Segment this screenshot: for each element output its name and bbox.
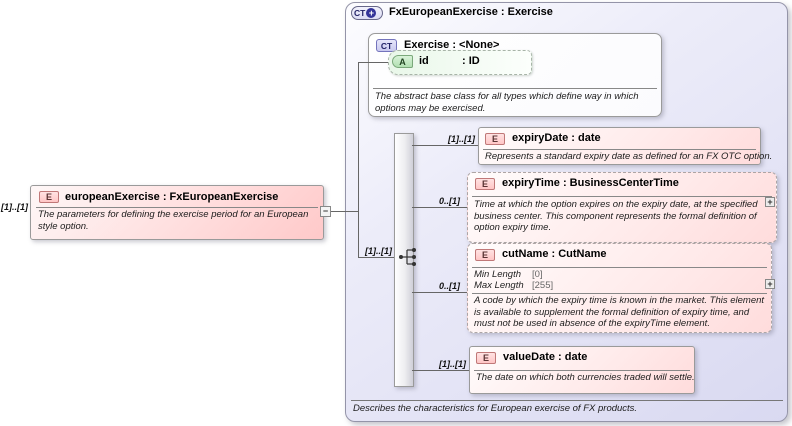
ct-badge: CT (376, 39, 397, 52)
divider (472, 196, 772, 197)
element-badge: E (475, 178, 495, 190)
ct-badge-label: CT (380, 40, 393, 51)
element-description: A code by which the expiry time is known… (474, 295, 765, 329)
divider (36, 207, 318, 208)
element-description: Time at which the option expires on the … (474, 199, 758, 233)
element-description: The date on which both currencies traded… (476, 372, 695, 383)
child-cardinality: [1]..[1] (448, 134, 475, 144)
sequence-bar[interactable] (394, 133, 414, 387)
connector-line (412, 370, 469, 371)
element-badge-label: E (481, 179, 488, 189)
facet-row: Max Length [255] (474, 280, 764, 291)
child-cardinality: 0..[1] (438, 281, 460, 291)
divider (474, 370, 690, 371)
element-badge: E (475, 249, 495, 261)
facet-list: Min Length [0] Max Length [255] (474, 269, 764, 291)
facet-name: Min Length (474, 269, 522, 280)
divider (373, 88, 657, 89)
element-box-expiryTime[interactable]: E expiryTime : BusinessCenterTime Time a… (467, 172, 777, 243)
element-badge: E (476, 352, 496, 364)
element-box-valueDate[interactable]: E valueDate : date The date on which bot… (469, 346, 695, 394)
attribute-name: id (419, 55, 429, 67)
complex-type-expand-badge[interactable]: CT + (351, 6, 383, 20)
connector-line (358, 257, 402, 258)
element-badge: E (485, 133, 505, 145)
facet-value: [255] (532, 280, 554, 291)
element-title: expiryDate : date (512, 132, 601, 144)
minus-glyph: − (322, 206, 329, 216)
facet-name: Max Length (474, 280, 524, 291)
expand-icon[interactable]: + (765, 197, 775, 207)
facet-row: Min Length [0] (474, 269, 764, 280)
source-element-description: The parameters for defining the exercise… (38, 209, 309, 232)
plus-icon: + (366, 8, 377, 18)
element-box-expiryDate[interactable]: E expiryDate : date Represents a standar… (478, 127, 773, 165)
child-cardinality: [1]..[1] (439, 359, 466, 369)
attribute-badge-label: A (399, 56, 406, 67)
source-element-box[interactable]: E europeanExercise : FxEuropeanExercise … (30, 185, 324, 240)
connector-line (358, 62, 359, 258)
collapse-icon[interactable]: − (320, 206, 331, 217)
connector-line (412, 207, 467, 208)
divider (472, 267, 767, 268)
facet-value: [0] (532, 269, 543, 280)
sequence-cardinality: [1]..[1] (365, 246, 392, 256)
connector-line (331, 211, 359, 212)
element-title: valueDate : date (503, 351, 588, 363)
root-type-title: FxEuropeanExercise : Exercise (389, 6, 553, 18)
element-badge-label: E (482, 353, 489, 363)
attribute-badge: A (392, 55, 413, 68)
source-cardinality: [1]..[1] (1, 202, 28, 212)
plus-glyph: + (767, 279, 773, 289)
element-badge-label: E (491, 134, 498, 144)
source-element-title: europeanExercise : FxEuropeanExercise (65, 191, 279, 203)
element-badge: E (39, 191, 59, 203)
sequence-icon (399, 248, 416, 266)
element-title: expiryTime : BusinessCenterTime (502, 177, 679, 189)
element-badge-label: E (45, 192, 52, 202)
element-description: Represents a standard expiry date as def… (485, 151, 773, 162)
attribute-type: : ID (462, 55, 480, 67)
element-box-cutName[interactable]: E cutName : CutName Min Length [0] Max L… (467, 243, 772, 333)
connector-line (412, 145, 478, 146)
plus-glyph: + (767, 197, 773, 207)
base-type-box[interactable]: CT Exercise : <None> The abstract base c… (368, 33, 662, 117)
ct-badge-label: CT (354, 8, 366, 18)
expand-icon[interactable]: + (765, 279, 775, 289)
divider (483, 149, 756, 150)
base-type-description: The abstract base class for all types wh… (375, 91, 639, 114)
connector-line (358, 62, 390, 63)
divider (472, 293, 767, 294)
element-title: cutName : CutName (502, 248, 607, 260)
base-type-title: Exercise : <None> (404, 39, 500, 51)
connector-line (412, 292, 467, 293)
container-footer-annotation: Describes the characteristics for Europe… (353, 403, 638, 414)
attribute-box[interactable]: A id : ID (388, 50, 532, 75)
element-badge-label: E (481, 250, 488, 260)
divider (351, 400, 783, 401)
child-cardinality: 0..[1] (438, 196, 460, 206)
